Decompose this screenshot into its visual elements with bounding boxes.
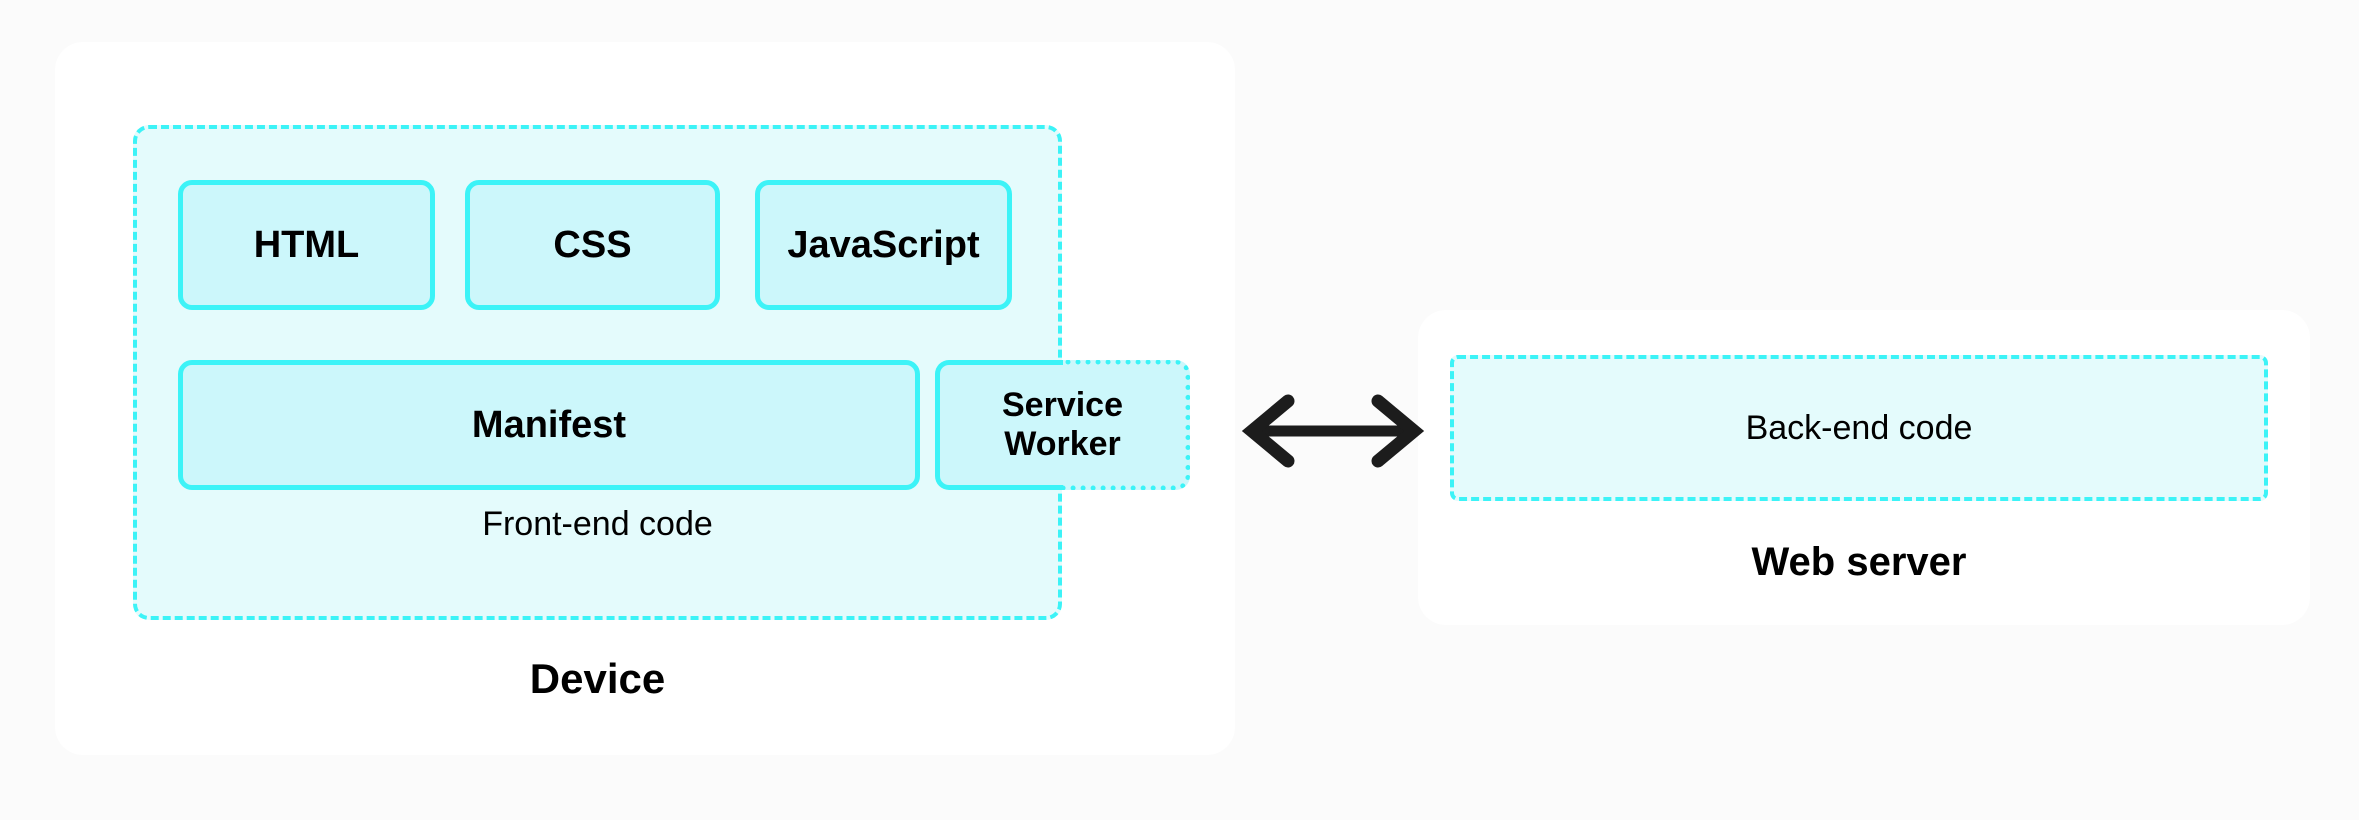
javascript-box-label: JavaScript xyxy=(787,223,980,266)
web-server-caption: Web server xyxy=(1751,540,1967,584)
service-worker-label-line1: Service xyxy=(1002,385,1123,424)
frontend-code-caption: Front-end code xyxy=(482,505,713,543)
backend-code-label: Back-end code xyxy=(1745,408,1973,447)
javascript-box[interactable]: JavaScript xyxy=(755,180,1012,310)
manifest-box[interactable]: Manifest xyxy=(178,360,920,490)
service-worker-box[interactable]: Service Worker xyxy=(935,360,1190,490)
css-box[interactable]: CSS xyxy=(465,180,720,310)
service-worker-box-inside-segment xyxy=(935,360,1063,490)
backend-code-region: Back-end code xyxy=(1450,355,2268,501)
css-box-label: CSS xyxy=(553,223,632,266)
html-box[interactable]: HTML xyxy=(178,180,435,310)
service-worker-box-outside-segment xyxy=(1058,360,1190,490)
device-caption: Device xyxy=(529,655,666,702)
bidirectional-arrow-icon xyxy=(1241,394,1425,468)
service-worker-label-line2: Worker xyxy=(1004,425,1121,463)
html-box-label: HTML xyxy=(253,223,360,266)
manifest-box-label: Manifest xyxy=(471,403,627,446)
